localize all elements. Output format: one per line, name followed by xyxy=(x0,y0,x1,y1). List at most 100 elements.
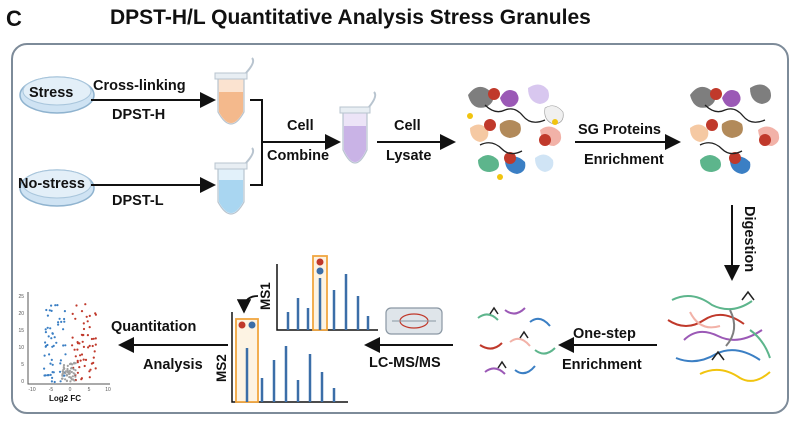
volcano-point xyxy=(57,321,60,324)
volcano-point xyxy=(59,380,62,383)
volcano-point xyxy=(64,378,67,381)
volcano-point xyxy=(44,328,47,331)
volcano-point xyxy=(63,320,66,323)
sg-proteins-label-2: Enrichment xyxy=(584,152,664,168)
volcano-point xyxy=(82,345,85,348)
volcano-point xyxy=(58,317,61,320)
volcano-point xyxy=(89,368,92,371)
volcano-point xyxy=(49,362,52,365)
volcano-point xyxy=(73,361,76,364)
volcano-point xyxy=(62,368,65,371)
volcano-point xyxy=(62,344,65,347)
volcano-point xyxy=(72,368,75,371)
lcms-label: LC-MS/MS xyxy=(369,355,441,371)
volcano-point xyxy=(63,310,66,313)
cell-lysate-label-1: Cell xyxy=(394,118,421,134)
volcano-point xyxy=(63,317,66,321)
volcano-point xyxy=(51,345,54,348)
volcano-point xyxy=(74,369,77,372)
volcano-point xyxy=(79,354,82,357)
volcano-point xyxy=(84,358,88,361)
volcano-point xyxy=(60,377,64,380)
volcano-point xyxy=(50,337,53,340)
cell-combine-label-2: Combine xyxy=(267,148,330,164)
enriched-peptides-icon xyxy=(477,306,556,375)
volcano-point xyxy=(47,374,50,377)
volcano-point xyxy=(74,355,77,358)
stress-label: Stress xyxy=(29,85,74,101)
volcano-point xyxy=(71,344,74,347)
volcano-point xyxy=(60,320,63,323)
volcano-point xyxy=(56,304,59,307)
volcano-point xyxy=(50,358,53,361)
panel-letter: C xyxy=(6,6,22,31)
protein-complex-enriched-icon xyxy=(690,84,780,174)
volcano-point xyxy=(88,370,91,373)
volcano-point xyxy=(71,312,74,315)
volcano-point xyxy=(44,341,47,344)
volcano-point xyxy=(54,304,57,307)
volcano-point xyxy=(43,367,46,370)
volcano-point xyxy=(94,367,97,370)
volcano-point xyxy=(73,348,76,351)
volcano-point xyxy=(44,345,47,348)
ms1-label: MS1 xyxy=(258,282,273,310)
volcano-point xyxy=(70,378,73,381)
volcano-point xyxy=(82,322,85,325)
no-stress-label: No-stress xyxy=(18,176,85,192)
dpst-l-label: DPST-L xyxy=(112,193,164,209)
volcano-point xyxy=(51,376,54,379)
volcano-point xyxy=(86,334,89,337)
volcano-point xyxy=(53,336,56,339)
volcano-point xyxy=(75,304,78,307)
volcano-point xyxy=(64,370,67,373)
volcano-point xyxy=(71,336,74,339)
ms2-label: MS2 xyxy=(214,354,229,382)
volcano-point xyxy=(88,376,91,379)
volcano-xtick: 0 xyxy=(69,387,72,393)
volcano-ytick: 25 xyxy=(18,294,24,300)
volcano-point xyxy=(69,380,72,383)
one-step-label-2: Enrichment xyxy=(562,357,642,373)
volcano-point xyxy=(46,343,49,347)
volcano-point xyxy=(64,353,67,356)
volcano-point xyxy=(68,370,71,373)
volcano-point xyxy=(80,353,84,356)
volcano-point xyxy=(44,331,48,334)
volcano-point xyxy=(66,368,69,372)
workflow-frame xyxy=(11,43,789,414)
digestion-label: Digestion xyxy=(741,206,757,273)
volcano-xlabel: Log2 FC xyxy=(49,394,81,403)
volcano-point xyxy=(73,379,76,382)
volcano-point xyxy=(63,374,66,377)
figure-title: DPST-H/L Quantitative Analysis Stress Gr… xyxy=(110,6,591,29)
light-tube-icon xyxy=(214,147,255,215)
volcano-point xyxy=(78,366,81,369)
volcano-point xyxy=(50,309,53,312)
volcano-point xyxy=(46,314,50,317)
volcano-point xyxy=(87,346,90,349)
volcano-point xyxy=(70,370,73,374)
volcano-ytick: 15 xyxy=(18,328,24,334)
volcano-point xyxy=(76,348,79,351)
cross-linking-label: Cross-linking xyxy=(93,78,186,94)
ms2-spectrum xyxy=(231,295,348,403)
heavy-tube-icon xyxy=(214,57,255,125)
volcano-point xyxy=(55,341,58,344)
one-step-label-1: One-step xyxy=(573,326,636,342)
volcano-point xyxy=(69,362,72,365)
volcano-point xyxy=(74,317,77,320)
volcano-point xyxy=(65,379,68,383)
volcano-point xyxy=(92,356,95,359)
volcano-point xyxy=(51,371,54,374)
volcano-point xyxy=(94,313,97,316)
volcano-point xyxy=(88,314,91,317)
volcano-point xyxy=(59,362,62,365)
volcano-point xyxy=(76,371,79,374)
volcano-point xyxy=(62,371,65,374)
protein-complex-lysate-icon xyxy=(467,84,564,180)
volcano-xtick: 5 xyxy=(88,387,91,393)
volcano-point xyxy=(73,373,76,376)
volcano-xtick: -10 xyxy=(28,387,35,393)
